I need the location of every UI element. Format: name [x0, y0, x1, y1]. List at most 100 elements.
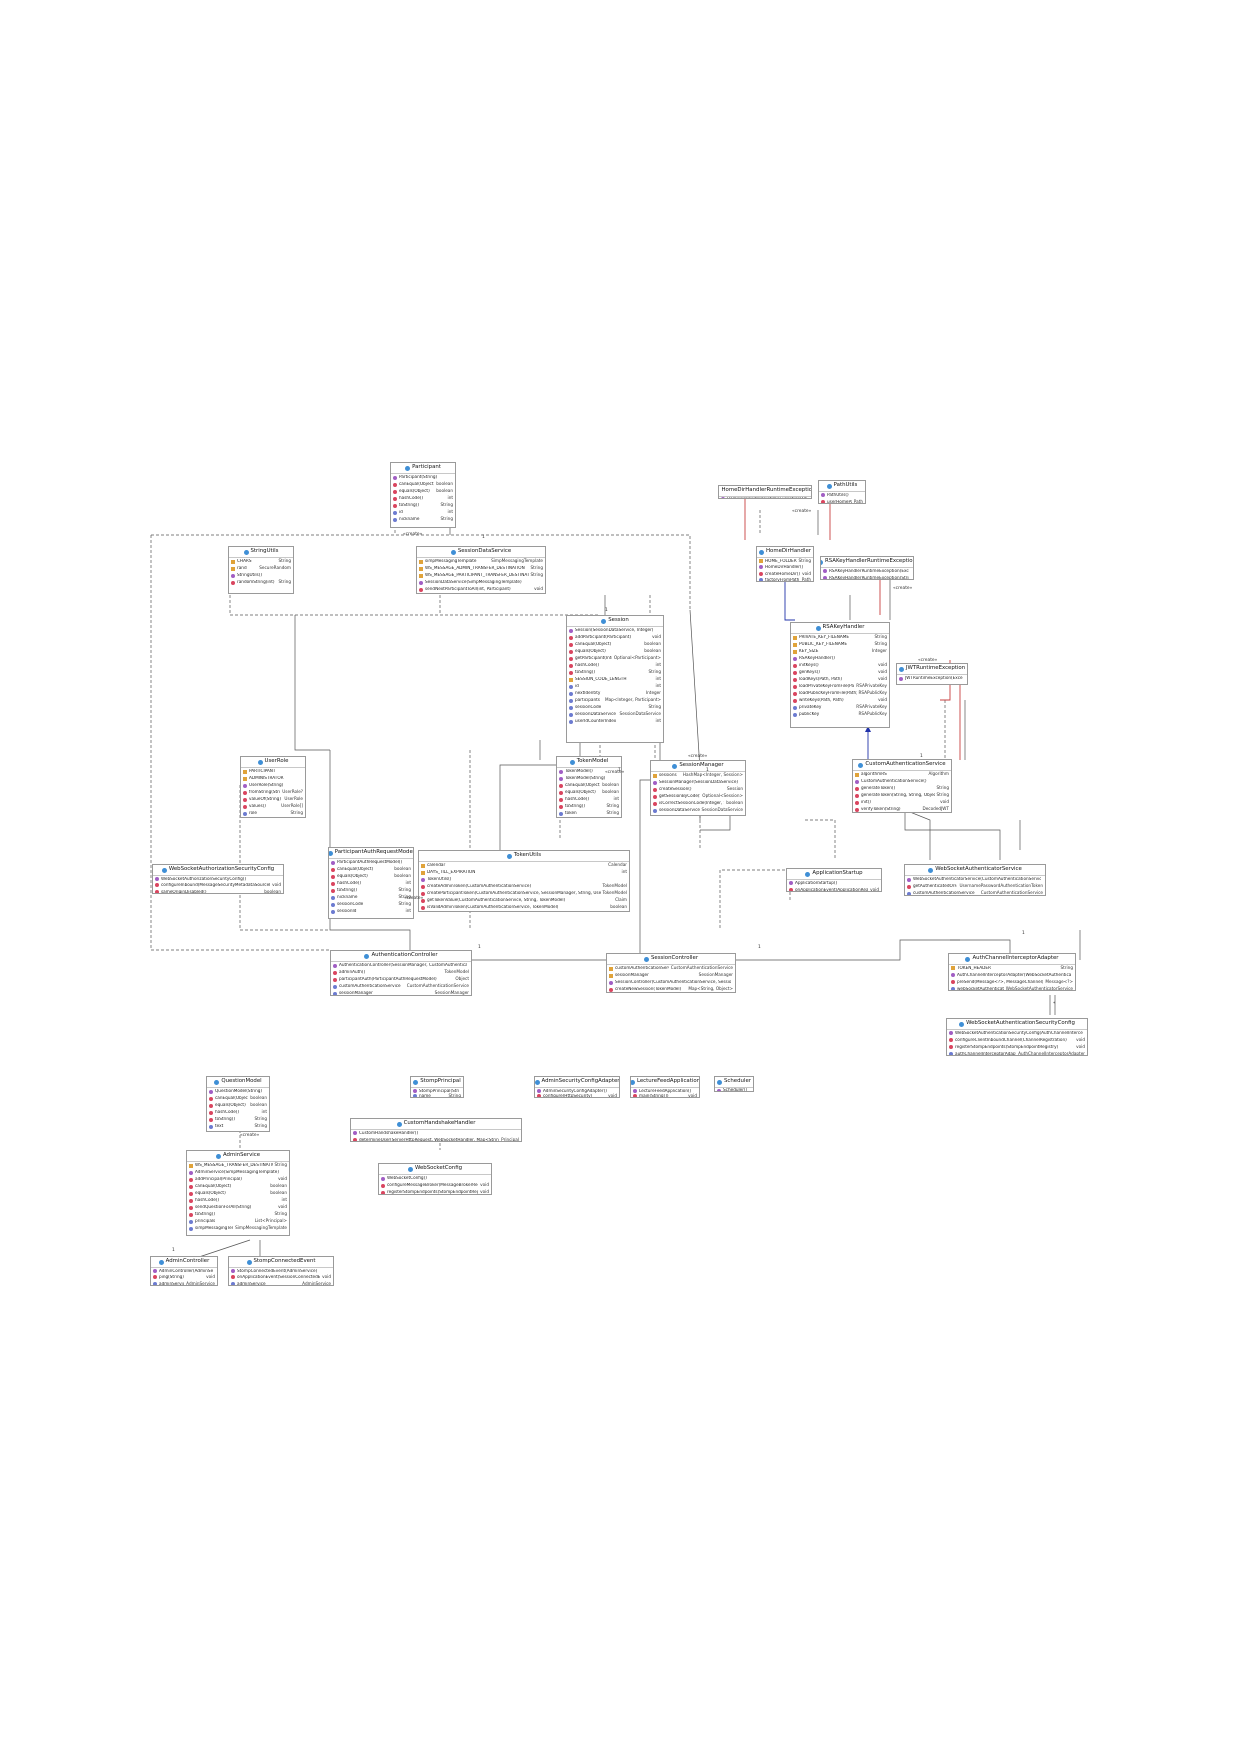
member-type: void [870, 886, 879, 892]
member-name: rand [237, 566, 247, 571]
member-name: hashCode() [337, 881, 362, 886]
member-name: sessionId [337, 909, 357, 914]
member-name: RSAKeyHandlerRuntimeException(String) [829, 575, 909, 580]
class-icon [535, 1079, 540, 1085]
member-name: SessionManager(SessionDataService) [659, 780, 739, 785]
member-name: ApplicationStartup() [795, 881, 838, 886]
member-name: algorithmRS [861, 772, 887, 777]
class-name: AuthenticationController [371, 952, 438, 959]
property-icon [333, 991, 337, 995]
method-icon [331, 874, 335, 879]
member-name: createNewSession(TokenModel) [615, 987, 682, 992]
member-name: SessionController(CustomAuthenticationSe… [615, 980, 731, 985]
member-type: void [322, 1274, 331, 1280]
method-icon [393, 482, 397, 487]
member-name: TokenModel(String) [565, 776, 606, 781]
member-row: SessionManager(SessionDataService) [651, 779, 745, 786]
constructor-icon [155, 877, 159, 882]
member-row: getTokenValue(CustomAuthenticationServic… [419, 897, 629, 904]
member-type: int [447, 509, 453, 515]
member-name: HomeDirHandler() [765, 565, 804, 570]
class-header: WebSocketConfig [379, 1164, 491, 1175]
member-type: void [688, 1093, 697, 1098]
member-type: Calendar [608, 862, 627, 868]
member-type: boolean [270, 1190, 287, 1196]
member-row: LectureFeedApplication() [631, 1088, 699, 1094]
member-row: equals(Object)boolean [207, 1102, 269, 1109]
member-type: boolean [436, 481, 453, 487]
member-row: getAuthenticatedOrFail(String)UsernamePa… [905, 883, 1045, 890]
member-type: String [254, 1116, 268, 1122]
member-name: adminService [159, 1281, 184, 1286]
method-icon [537, 1094, 541, 1097]
field-icon [609, 973, 613, 978]
method-icon [421, 891, 425, 896]
member-name: name [419, 1094, 431, 1098]
method-icon [393, 496, 397, 501]
member-name: KEY_SIZE [799, 649, 819, 654]
member-type: Session [727, 786, 743, 792]
constructor-icon [231, 1269, 235, 1274]
method-icon [633, 1094, 637, 1097]
class-name: ApplicationStartup [812, 870, 863, 877]
member-row: hashCode()int [567, 662, 663, 669]
member-type: TokenModel [602, 883, 628, 889]
property-icon [907, 891, 911, 895]
member-type: TokenModel [444, 969, 470, 975]
class-icon [631, 1079, 635, 1085]
member-name: sessionCode [337, 902, 364, 907]
class-header: StompConnectedEvent [229, 1257, 333, 1268]
member-type: boolean [602, 789, 619, 795]
method-icon [855, 807, 859, 812]
class-name: AuthChannelInterceptorAdapter [972, 955, 1059, 962]
member-row: equals(Object)boolean [567, 648, 663, 655]
member-type: List<Principal> [254, 1218, 287, 1224]
member-type: void [278, 1204, 287, 1210]
class-name: StompPrincipal [420, 1078, 461, 1085]
class-name: Scheduler [724, 1078, 751, 1085]
member-row: AdminService(SimpMessagingTemplate) [187, 1169, 289, 1176]
method-icon [793, 670, 797, 675]
constructor-icon [559, 776, 563, 781]
field-icon [243, 776, 247, 781]
member-type: int [447, 495, 453, 501]
member-name: toString() [565, 804, 585, 809]
method-icon [353, 1137, 357, 1141]
class-header: AuthenticationController [331, 951, 471, 962]
property-icon [393, 517, 397, 522]
constructor-icon [721, 497, 725, 498]
member-row: verifyToken(String)DecodedJWT [853, 806, 951, 812]
class-name: TokenUtils [513, 852, 542, 859]
member-name: equals(Object) [337, 874, 368, 879]
property-icon [189, 1226, 193, 1231]
method-icon [949, 1044, 953, 1049]
member-row: hashCode()int [391, 495, 455, 502]
member-row: getParticipant(Integer)Optional<Particip… [567, 655, 663, 662]
class-header: Scheduler [715, 1077, 753, 1088]
member-name: equals(Object) [575, 649, 606, 654]
class-name: AdminController [165, 1258, 210, 1265]
member-row: canEqual(Object)boolean [391, 481, 455, 488]
class-header: TokenModel [557, 757, 621, 768]
class-icon [601, 618, 607, 624]
constructor-icon [759, 565, 763, 570]
edge-label: 1 [482, 535, 485, 540]
member-row: ADMINISTRATOR [241, 775, 305, 782]
field-icon [231, 559, 235, 564]
class-header: SessionDataService [417, 547, 545, 558]
class-name: WebSocketAuthorizationSecurityConfig [168, 866, 275, 873]
member-row: StringUtils() [229, 572, 293, 579]
class-icon [858, 762, 864, 768]
member-type: boolean [394, 866, 411, 872]
